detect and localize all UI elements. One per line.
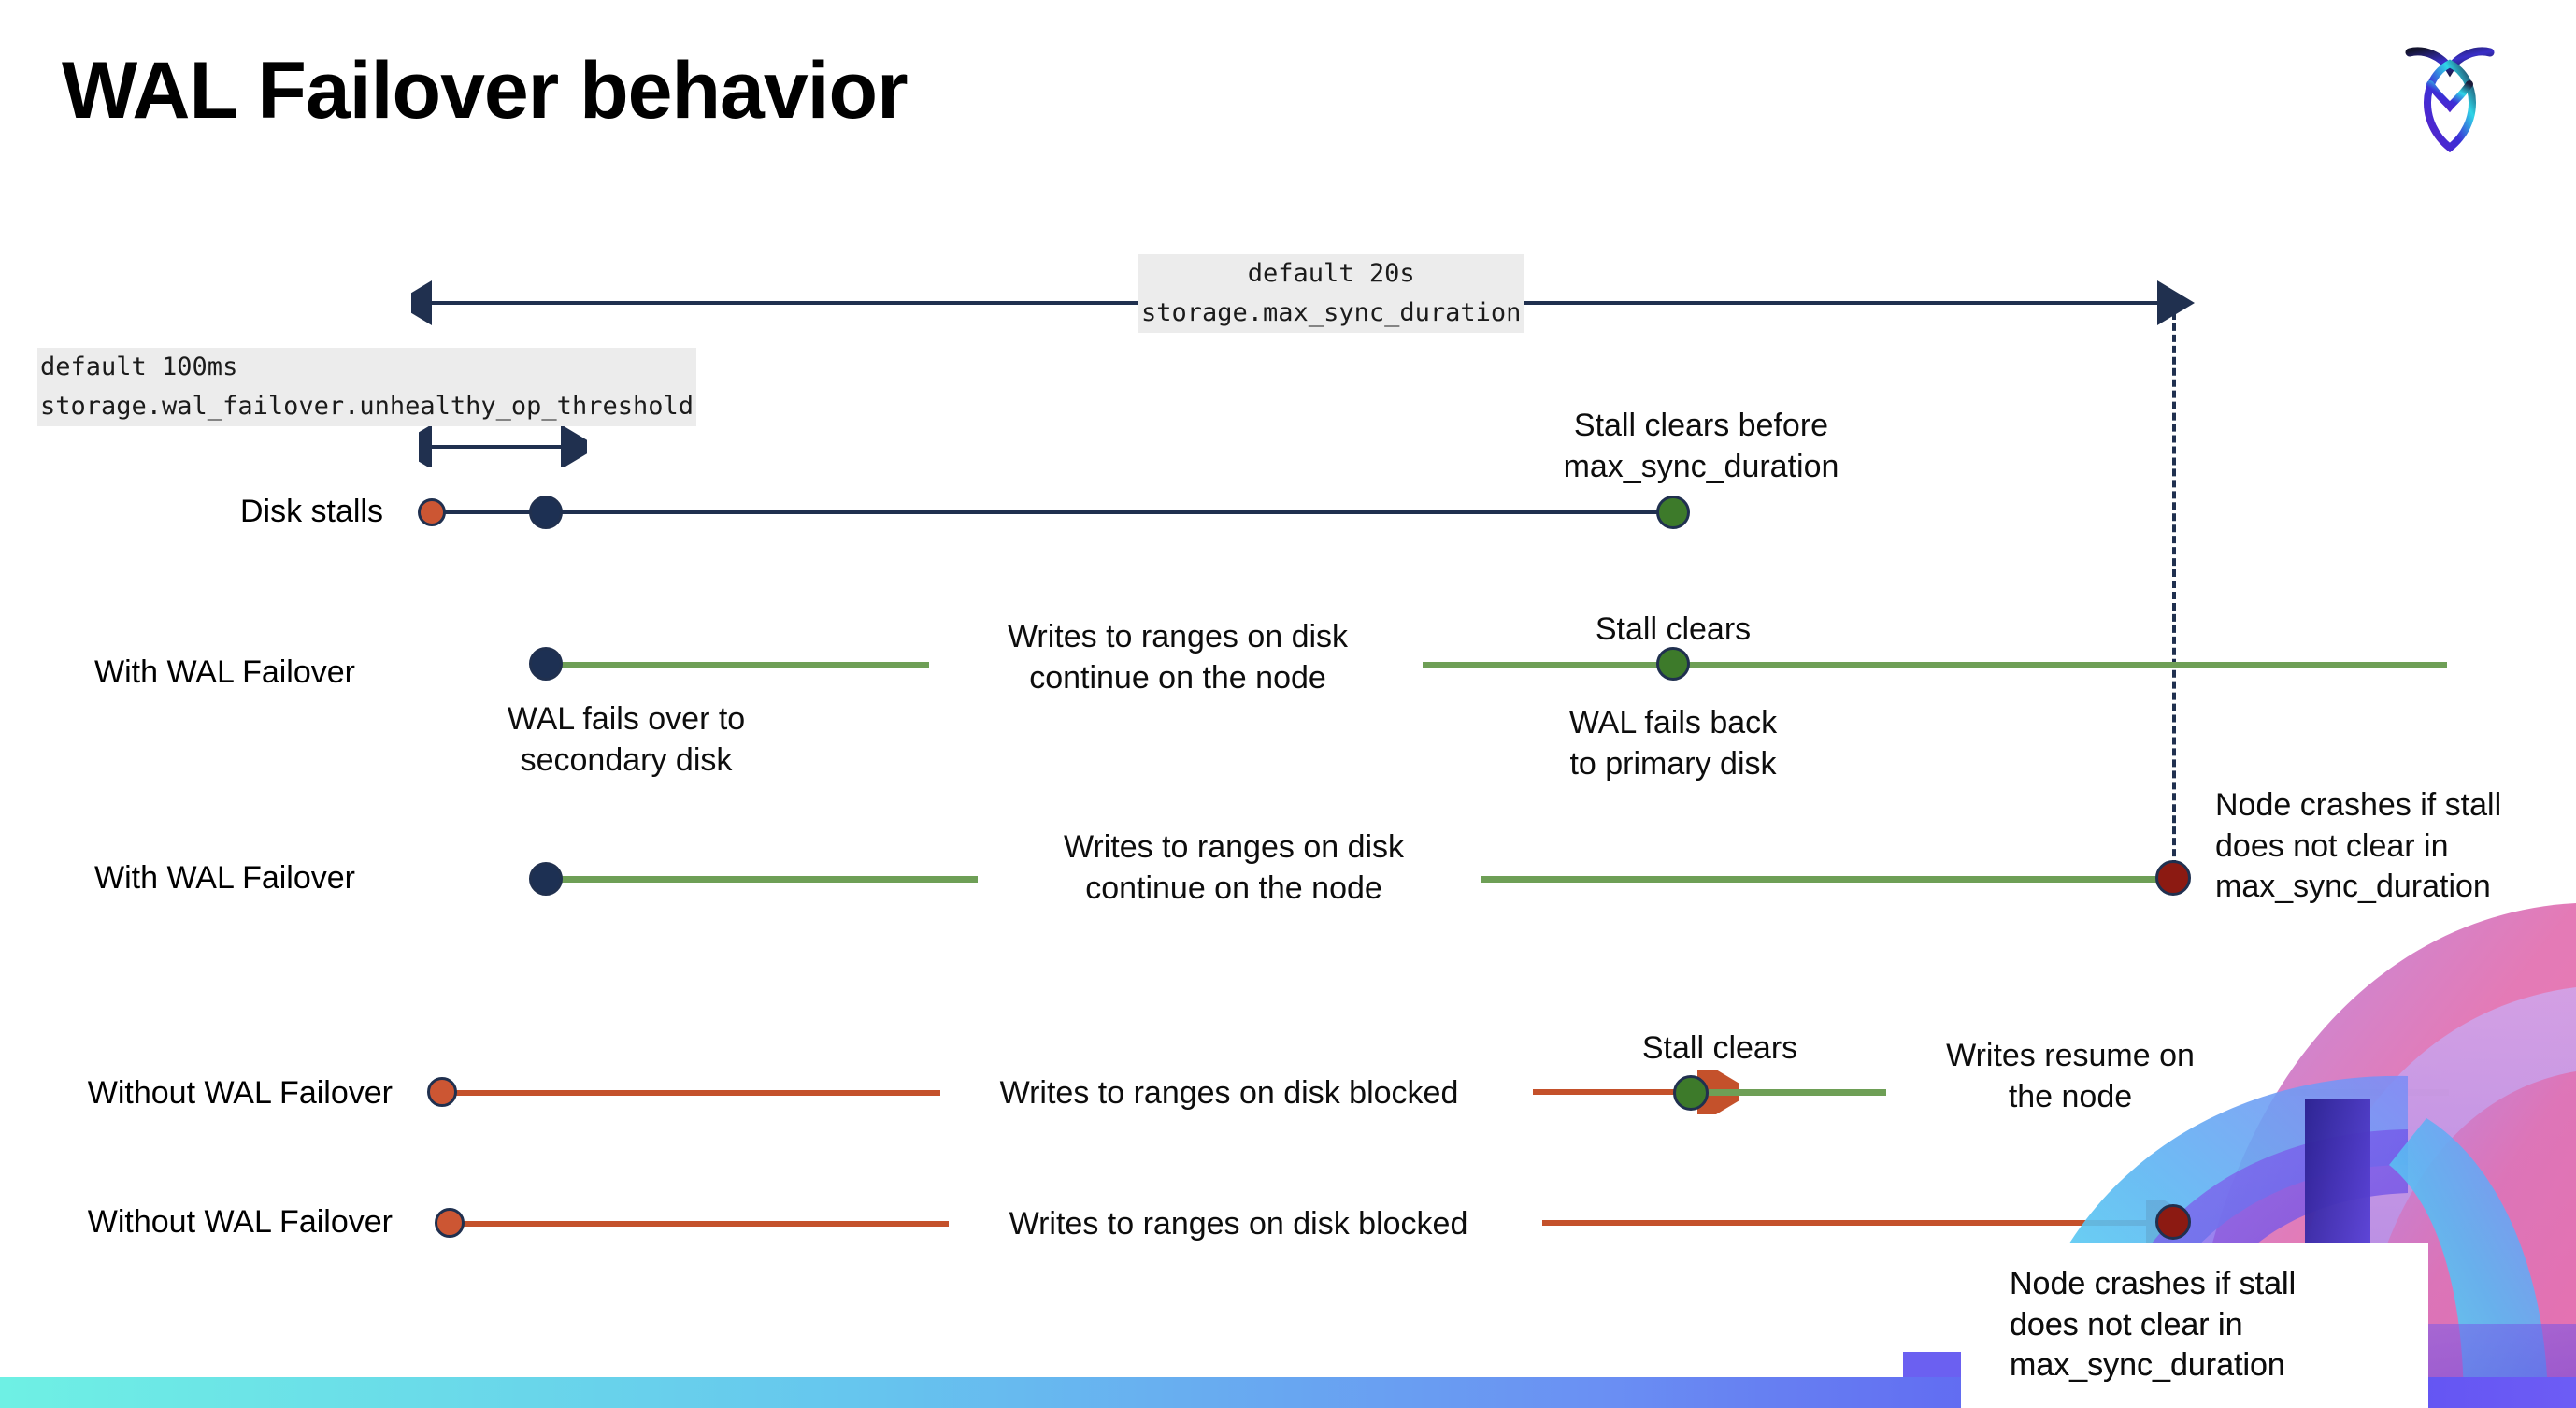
- annotation-max-sync-setting: storage.max_sync_duration: [1138, 293, 1524, 333]
- annotation-unhealthy-op-threshold: default 100ms storage.wal_failover.unhea…: [37, 348, 696, 426]
- without-wal-1-resume-segment-b: [2290, 1089, 2449, 1096]
- callout-stall-clears-before: Stall clears before max_sync_duration: [1533, 406, 1869, 487]
- disk-stall-cleared-dot: [1656, 496, 1690, 529]
- wal-failover-2-failover-dot: [529, 862, 563, 896]
- without-wal-1-blocked-arrow: [1533, 1070, 1739, 1114]
- callout-line: Writes to ranges on disk: [1063, 829, 1405, 865]
- unhealthy-op-threshold-span-arrow: [419, 426, 587, 467]
- without-wal-2-stall-start-dot: [435, 1208, 465, 1238]
- disk-stall-start-dot: [418, 498, 446, 526]
- callout-writes-continue-1: Writes to ranges on disk continue on the…: [944, 617, 1411, 698]
- wal-failover-2-segment-b: [1481, 876, 2167, 883]
- callout-line: to primary disk: [1569, 745, 1777, 782]
- callout-line: max_sync_duration: [2215, 869, 2491, 905]
- cockroach-labs-logo-icon: [2389, 26, 2511, 157]
- without-wal-1-resume-segment: [1709, 1089, 1886, 1096]
- row-label-without-wal-failover-1: Without WAL Failover: [87, 1075, 393, 1111]
- callout-node-crashes-1: Node crashes if stall does not clear in …: [2215, 785, 2576, 908]
- callout-line: does not clear in: [2215, 827, 2449, 864]
- callout-writes-resume: Writes resume on the node: [1907, 1036, 2234, 1117]
- disk-stalls-timeline: [432, 510, 1675, 514]
- callout-stall-clears-row4: Stall clears: [1641, 1030, 1798, 1066]
- callout-line: Stall clears before: [1573, 408, 1829, 443]
- max-sync-deadline-connector: [2172, 301, 2176, 879]
- callout-line: secondary disk: [520, 741, 733, 778]
- without-wal-1-stall-clears-dot: [1673, 1075, 1709, 1111]
- wal-failover-1-segment-b: [1423, 662, 2447, 668]
- callout-wal-fails-back: WAL fails back to primary disk: [1496, 703, 1851, 784]
- wal-failover-1-segment-a: [550, 662, 929, 668]
- callout-line: max_sync_duration: [1563, 448, 1839, 484]
- page-title: WAL Failover behavior: [62, 46, 909, 136]
- disk-stall-detected-dot: [529, 496, 563, 529]
- callout-line: continue on the node: [1085, 869, 1382, 906]
- row-label-with-wal-failover-2: With WAL Failover: [94, 860, 355, 896]
- without-wal-1-blocked-segment-a: [447, 1090, 940, 1096]
- callout-line: Node crashes if stall: [2215, 787, 2502, 823]
- row-label-with-wal-failover-1: With WAL Failover: [94, 654, 355, 690]
- callout-line: WAL fails back: [1568, 705, 1778, 740]
- without-wal-2-blocked-arrow: [1542, 1200, 2187, 1245]
- callout-writes-continue-2: Writes to ranges on disk continue on the…: [1000, 827, 1467, 909]
- annotation-unhealthy-setting: storage.wal_failover.unhealthy_op_thresh…: [37, 386, 696, 426]
- callout-line: continue on the node: [1029, 659, 1326, 696]
- callout-wal-fails-over: WAL fails over to secondary disk: [439, 699, 813, 781]
- callout-line: does not clear in: [2010, 1306, 2243, 1343]
- without-wal-2-blocked-segment-a: [458, 1221, 949, 1227]
- without-wal-1-stall-start-dot: [427, 1077, 457, 1107]
- annotation-unhealthy-default: default 100ms: [37, 348, 696, 387]
- wal-failover-1-stall-clears-dot: [1656, 647, 1690, 681]
- wal-failover-2-node-crash-dot: [2155, 860, 2191, 896]
- wal-failover-1-failover-dot: [529, 647, 563, 681]
- without-wal-2-node-crash-dot: [2155, 1204, 2191, 1240]
- callout-writes-blocked-1: Writes to ranges on disk blocked: [999, 1075, 1459, 1111]
- callout-line: WAL fails over to: [507, 701, 746, 737]
- wal-failover-2-segment-a: [550, 876, 978, 883]
- row-label-without-wal-failover-2: Without WAL Failover: [87, 1204, 393, 1240]
- annotation-max-sync-duration: default 20s storage.max_sync_duration: [1138, 254, 1524, 333]
- callout-line: max_sync_duration: [2010, 1347, 2285, 1384]
- callout-line: Writes resume on: [1946, 1038, 2195, 1073]
- callout-writes-blocked-2: Writes to ranges on disk blocked: [1009, 1206, 1468, 1242]
- callout-line: Writes to ranges on disk: [1007, 619, 1349, 654]
- row-label-disk-stalls: Disk stalls: [239, 494, 383, 529]
- callout-node-crashes-2-text: Node crashes if stall does not clear in …: [2010, 1264, 2402, 1386]
- callout-stall-clears-row2: Stall clears: [1595, 611, 1752, 647]
- annotation-max-sync-default: default 20s: [1138, 254, 1524, 294]
- callout-line: the node: [2008, 1078, 2133, 1114]
- callout-line: Node crashes if stall: [2010, 1266, 2297, 1301]
